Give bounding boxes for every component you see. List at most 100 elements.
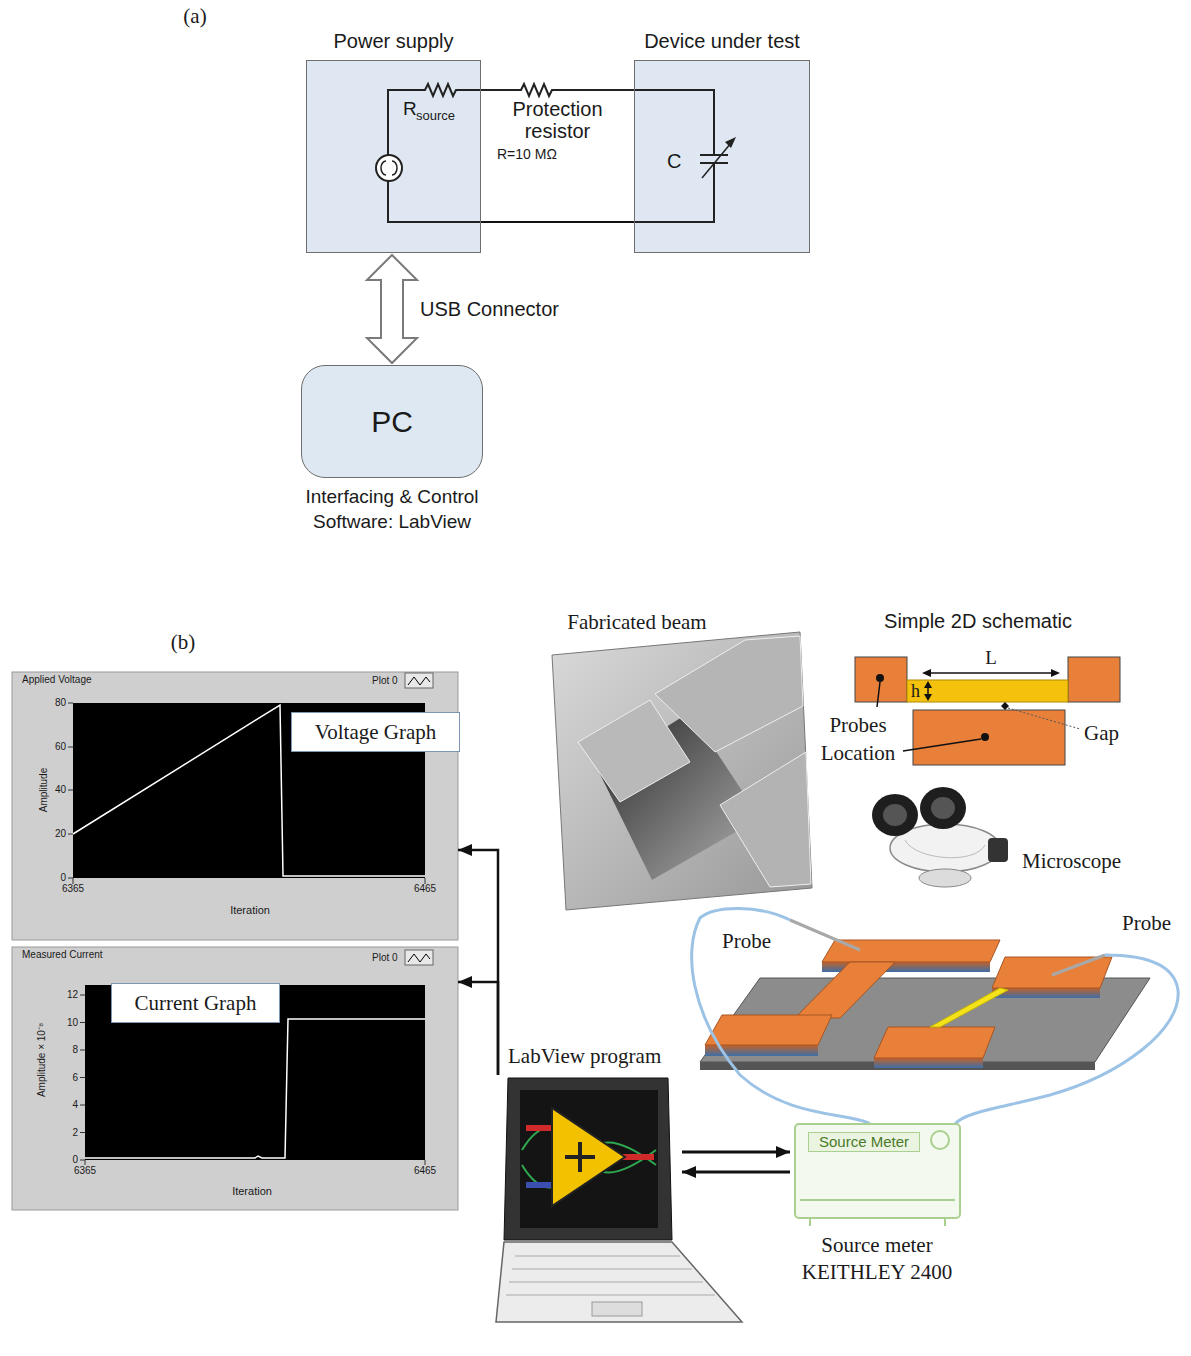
box-fill xyxy=(306,60,481,253)
label: 0 xyxy=(72,1154,78,1166)
power-supply-box: Power supply xyxy=(306,60,481,253)
label: Probe xyxy=(1122,911,1171,936)
connector xyxy=(481,222,634,223)
variable-arrow-head xyxy=(725,137,736,148)
probe-dot xyxy=(876,674,884,682)
connector-line xyxy=(458,850,498,1075)
connector xyxy=(458,976,498,1075)
label: 4 xyxy=(72,1099,78,1111)
sem-anchor xyxy=(720,752,811,887)
pc-box: PCInterfacing & Control Software: LabVie… xyxy=(301,365,483,478)
label: 6 xyxy=(72,1072,78,1084)
keyboard-rows xyxy=(506,1256,715,1295)
eyepiece-lens xyxy=(883,804,907,826)
box-caption: Interfacing & Control Software: LabView xyxy=(267,484,517,534)
sem-anchor xyxy=(578,700,690,802)
edge-label: USB Connector xyxy=(420,297,559,321)
laptop-display xyxy=(520,1090,658,1228)
connector xyxy=(367,255,417,363)
probe-wire xyxy=(692,908,870,1124)
sem-image xyxy=(552,632,812,910)
laptop: LabView program xyxy=(492,1075,682,1337)
capacitor-plates xyxy=(700,155,728,163)
eyepiece xyxy=(920,787,966,829)
arrow-head xyxy=(458,976,472,988)
laptop-screen xyxy=(504,1078,672,1240)
label: source xyxy=(416,108,455,123)
label: 6465 xyxy=(414,1165,436,1177)
legend-icon xyxy=(408,677,430,685)
dimension-line xyxy=(928,672,1054,674)
meter-caption: Source meter KEITHLEY 2400 xyxy=(782,1232,972,1286)
connector xyxy=(682,1146,790,1158)
touchpad xyxy=(592,1302,642,1316)
electrode xyxy=(913,710,1065,765)
connector xyxy=(682,1166,790,1178)
label: Probe xyxy=(722,929,771,954)
tag-text: Voltage Graph xyxy=(297,720,454,745)
label: Microscope xyxy=(1022,849,1121,874)
label: Gap xyxy=(1084,721,1119,746)
microscope-objective xyxy=(919,869,971,887)
graph-panel: Voltage Graph Applied Voltage xyxy=(12,672,458,940)
source-resistor-wire xyxy=(388,84,481,155)
pad-side xyxy=(874,1058,983,1068)
label: 10 xyxy=(67,1017,78,1029)
device-box: Device under test xyxy=(634,60,810,253)
laptop-base xyxy=(496,1242,742,1322)
label: 8 xyxy=(72,1044,78,1056)
pad xyxy=(874,1027,995,1058)
labview-icon xyxy=(552,1108,625,1206)
label: R=10 MΩ xyxy=(497,146,557,163)
label: Simple 2D schematic xyxy=(884,609,1072,633)
graph-tag: Voltage Graph xyxy=(291,712,460,752)
label: R xyxy=(403,98,417,120)
pad-side xyxy=(992,988,1100,998)
panel-title: Applied Voltage xyxy=(22,674,92,686)
connector-line xyxy=(458,982,498,1075)
meter-display: Source Meter xyxy=(808,1132,920,1152)
dimension-head xyxy=(924,681,932,688)
box-heading: Power supply xyxy=(261,29,526,53)
label: 6365 xyxy=(62,883,84,895)
label: 40 xyxy=(55,784,66,796)
label: L xyxy=(985,647,997,669)
label: 6365 xyxy=(74,1165,96,1177)
microscope-detail xyxy=(905,840,985,858)
laptop-caption: LabView program xyxy=(508,1044,661,1069)
dimension-head xyxy=(1051,669,1060,677)
pad xyxy=(1068,657,1120,702)
connector-line xyxy=(682,1151,790,1154)
label: C xyxy=(667,149,681,173)
label: Amplitude xyxy=(38,768,50,812)
current-trace xyxy=(85,1019,425,1158)
label: 6465 xyxy=(414,883,436,895)
source-meter: Source MeterSource meter KEITHLEY 2400 xyxy=(790,1118,965,1222)
arrow-head xyxy=(682,1166,696,1178)
eyepiece xyxy=(872,794,918,836)
meter-knob xyxy=(931,1131,949,1149)
leader-line xyxy=(877,682,981,751)
label: (a) xyxy=(183,4,206,29)
legend-box xyxy=(405,673,433,688)
label: 60 xyxy=(55,741,66,753)
legend-icon xyxy=(408,954,430,962)
label: 80 xyxy=(55,697,66,709)
variable-arrow xyxy=(702,143,731,178)
label: 20 xyxy=(55,828,66,840)
probe-needle xyxy=(790,920,860,950)
pad-arm xyxy=(795,962,895,1018)
label: Plot 0 xyxy=(372,675,398,687)
beam xyxy=(930,988,1008,1027)
connector-line xyxy=(481,221,634,223)
gap-marker xyxy=(1001,702,1009,710)
box-heading: Device under test xyxy=(589,29,855,53)
tag-text: Current Graph xyxy=(117,991,274,1016)
substrate xyxy=(700,978,1150,1062)
box-fill xyxy=(634,60,810,253)
panel-title: Measured Current xyxy=(22,949,103,961)
probe-wire xyxy=(955,955,1178,1124)
label: Amplitude × 10⁻⁸ xyxy=(36,1023,48,1097)
sem-anchor xyxy=(655,636,803,752)
label: 2 xyxy=(72,1127,78,1139)
